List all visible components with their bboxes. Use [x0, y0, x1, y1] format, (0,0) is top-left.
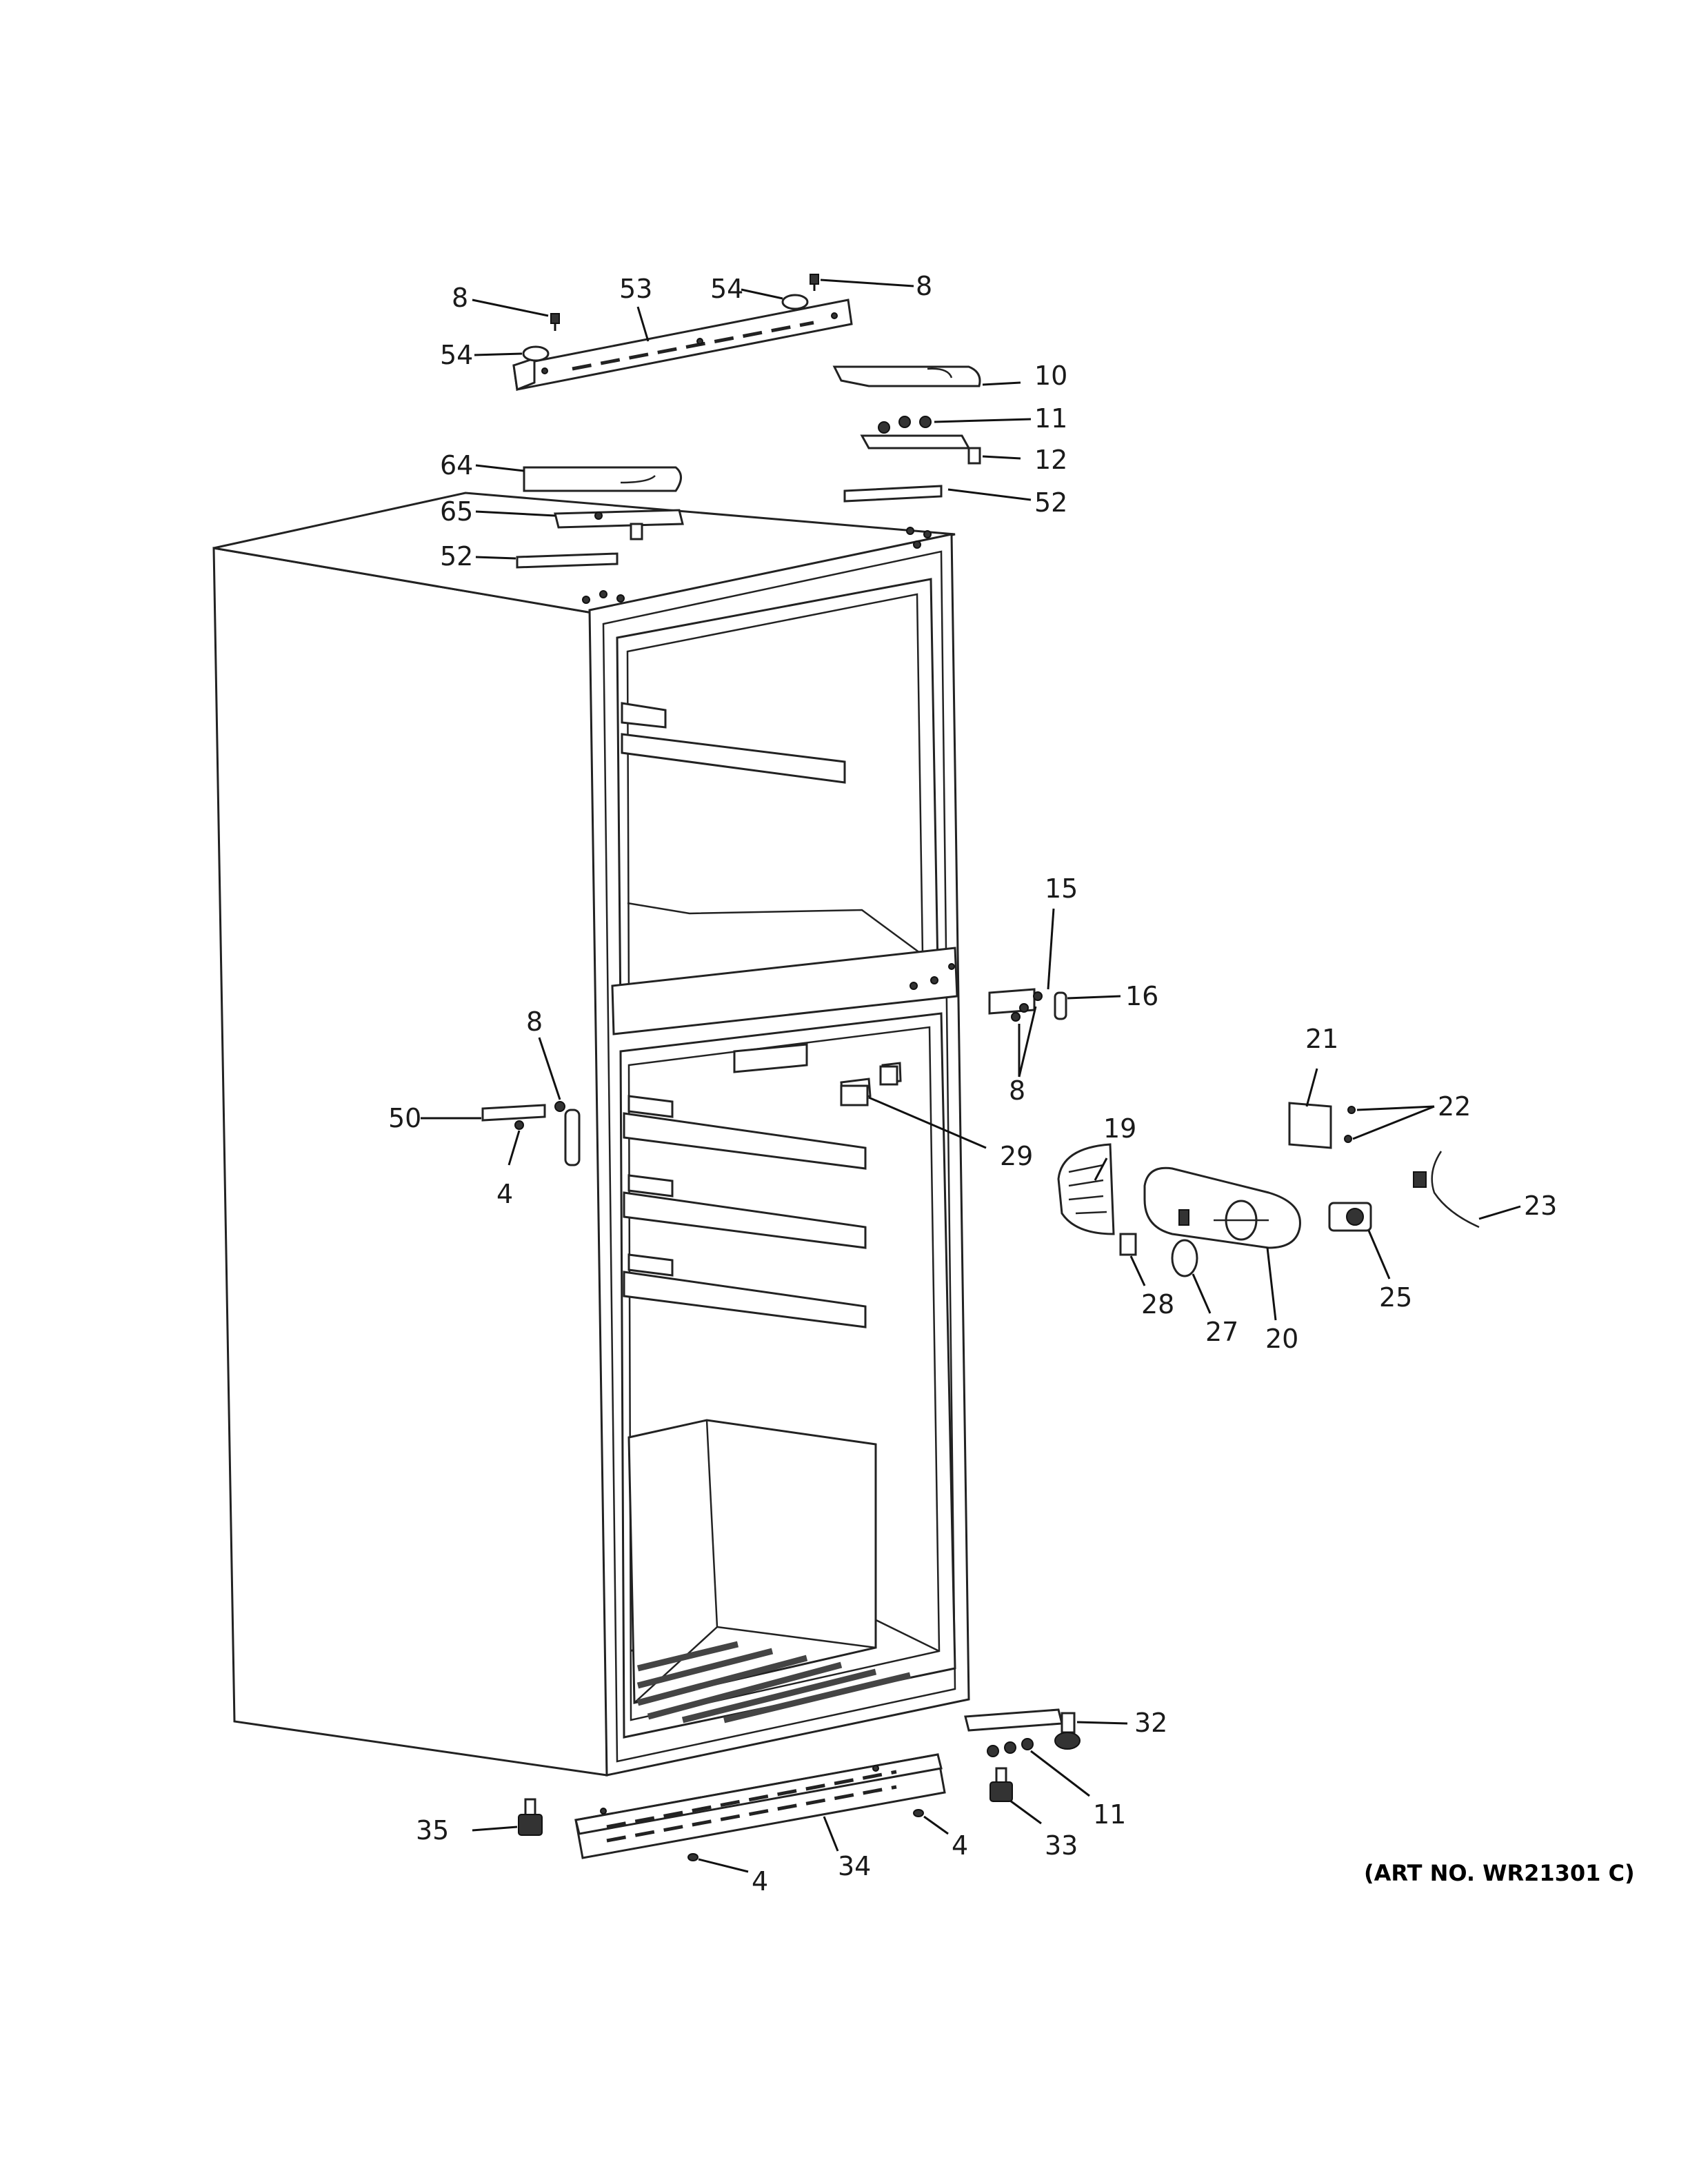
switch-29: [840, 1065, 898, 1106]
callout-29: 29: [1000, 1141, 1033, 1171]
screw-4-bottom-right: [913, 1809, 924, 1817]
center-hinge-left: [481, 1101, 581, 1166]
callout-8: 8: [916, 271, 932, 301]
callout-19: 19: [1103, 1113, 1136, 1144]
screw-4-bottom: [687, 1853, 699, 1861]
kick-plate-34: [574, 1753, 946, 1859]
floor-grille: [636, 1641, 912, 1723]
screw-top-left: [550, 313, 560, 331]
hinge-cover-left: [523, 466, 682, 492]
callout-32: 32: [1134, 1708, 1167, 1738]
top-hinge-left: [554, 509, 684, 540]
leveling-leg-33: [989, 1767, 1013, 1802]
callout-21: 21: [1305, 1024, 1338, 1054]
callout-4: 4: [496, 1179, 513, 1209]
leveling-leg-35: [518, 1798, 543, 1836]
callout-54: 54: [710, 274, 743, 304]
callout-52: 52: [440, 541, 473, 572]
control-housing-20: [1143, 1166, 1301, 1249]
top-channel-bracket: [512, 299, 853, 392]
callout-28: 28: [1141, 1289, 1174, 1320]
callout-15: 15: [1045, 873, 1078, 904]
refrigerator-cabinet: [212, 492, 970, 1777]
callout-25: 25: [1379, 1282, 1412, 1313]
top-hinge-right: [860, 416, 981, 465]
washer-left: [522, 345, 550, 362]
callout-53: 53: [619, 274, 652, 304]
callout-34: 34: [838, 1851, 871, 1881]
light-cover-19: [1057, 1143, 1115, 1235]
knob-27: [1171, 1239, 1198, 1277]
screws-11-bottom: [987, 1738, 1034, 1757]
callout-52: 52: [1034, 487, 1067, 518]
wire-harness-23: [1413, 1151, 1480, 1228]
hinge-cover-right: [832, 365, 981, 387]
screw-top-right: [810, 274, 819, 291]
bottom-hinge-32: [964, 1708, 1081, 1750]
label-left: [516, 552, 619, 569]
callout-54: 54: [440, 340, 473, 370]
lamp-socket-28: [1119, 1233, 1137, 1256]
washer-right: [781, 294, 809, 310]
callout-22: 22: [1438, 1091, 1471, 1122]
control-board-21: [1288, 1102, 1332, 1149]
callout-20: 20: [1265, 1324, 1298, 1354]
callout-11: 11: [1034, 403, 1067, 434]
center-hinge-right: [988, 988, 1067, 1022]
callout-8: 8: [1009, 1075, 1025, 1106]
callout-64: 64: [440, 450, 473, 481]
callout-12: 12: [1034, 445, 1067, 475]
art-number: (ART NO. WR21301 C): [1364, 1860, 1635, 1886]
label-right: [843, 485, 943, 503]
callout-10: 10: [1034, 361, 1067, 391]
leader-lines: [421, 279, 1521, 1873]
callout-33: 33: [1045, 1830, 1078, 1861]
callout-23: 23: [1524, 1191, 1557, 1221]
callout-4: 4: [752, 1866, 768, 1897]
callout-27: 27: [1205, 1317, 1238, 1347]
callout-35: 35: [416, 1815, 449, 1846]
callout-numbers: 8 53 54 8 54 10 11 12 64 52 65 52 15 16 …: [388, 271, 1557, 1897]
callout-16: 16: [1125, 981, 1158, 1011]
callout-8: 8: [526, 1007, 543, 1037]
screws-22: [1344, 1106, 1356, 1143]
callout-8: 8: [452, 283, 468, 313]
callout-65: 65: [440, 496, 473, 527]
callout-11: 11: [1093, 1799, 1126, 1830]
callout-50: 50: [388, 1103, 421, 1133]
callout-4: 4: [952, 1830, 968, 1861]
thermostat-25: [1328, 1202, 1372, 1232]
